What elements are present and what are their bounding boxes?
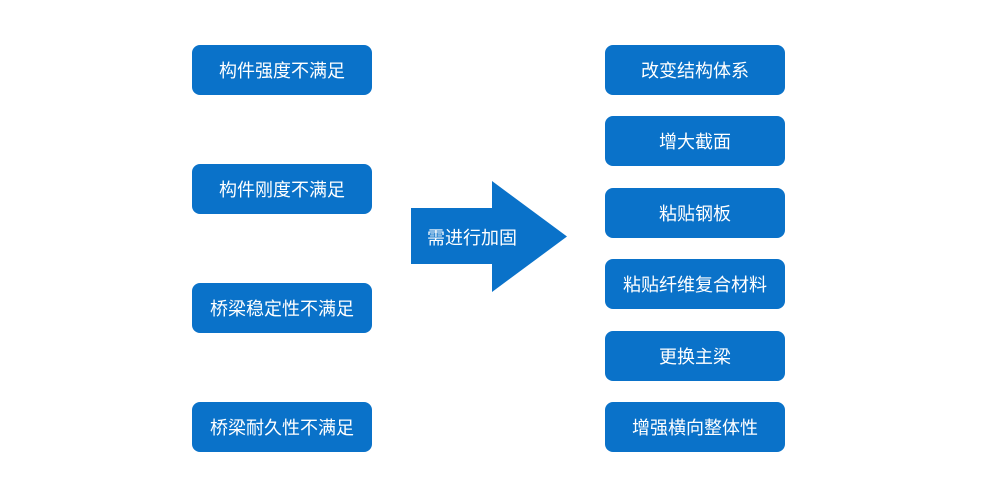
right-arrow-icon — [411, 181, 567, 292]
problem-box-stability: 桥梁稳定性不满足 — [192, 283, 372, 333]
method-box-frp: 粘贴纤维复合材料 — [605, 259, 785, 309]
method-box-enlarge-section: 增大截面 — [605, 116, 785, 166]
problem-box-stiffness: 构件刚度不满足 — [192, 164, 372, 214]
problem-box-strength: 构件强度不满足 — [192, 45, 372, 95]
method-box-change-structure: 改变结构体系 — [605, 45, 785, 95]
reinforce-arrow: 需进行加固 — [411, 181, 567, 292]
problem-box-durability: 桥梁耐久性不满足 — [192, 402, 372, 452]
method-box-steel-plate: 粘贴钢板 — [605, 188, 785, 238]
method-box-transverse-integrity: 增强横向整体性 — [605, 402, 785, 452]
method-box-replace-girder: 更换主梁 — [605, 331, 785, 381]
arrow-label: 需进行加固 — [427, 227, 517, 249]
